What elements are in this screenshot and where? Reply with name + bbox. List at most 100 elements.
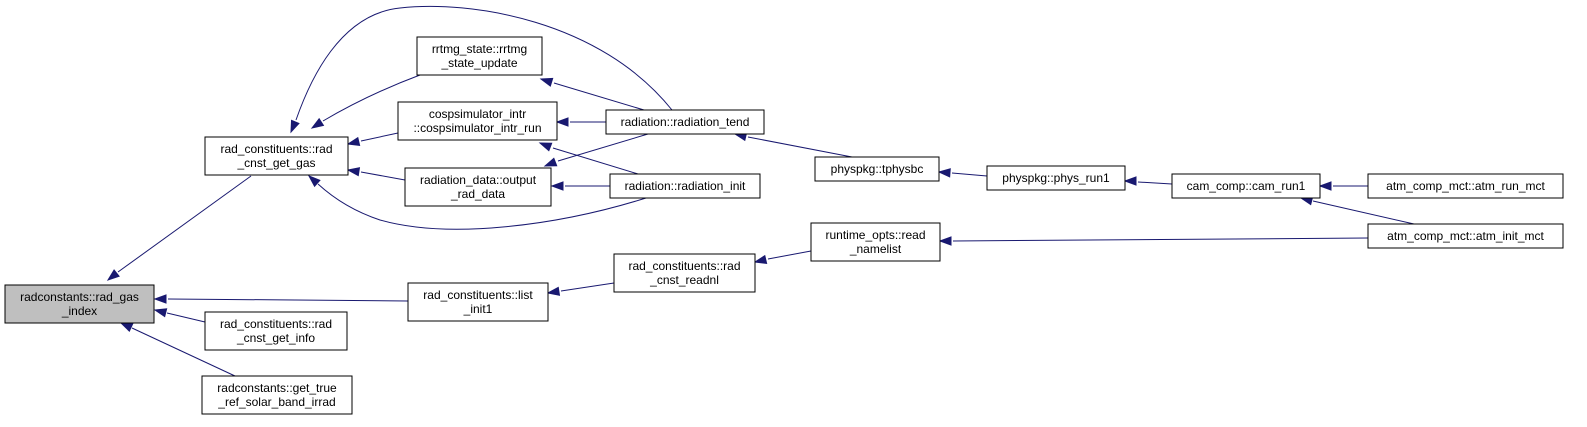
edge-line <box>131 327 236 377</box>
node-root[interactable]: radconstants::rad_gas_index <box>4 284 155 324</box>
node-box[interactable] <box>1367 223 1564 249</box>
node-box[interactable] <box>4 284 155 324</box>
edge-camrun1-to-physrun1 <box>1123 176 1173 186</box>
arrowhead <box>307 175 321 188</box>
node-box[interactable] <box>609 173 761 199</box>
edge-line <box>952 237 1369 242</box>
node-box[interactable] <box>986 165 1126 191</box>
edge-line <box>951 172 988 177</box>
edge-line <box>166 312 206 323</box>
arrowhead <box>539 77 554 87</box>
edge-line <box>360 132 399 142</box>
edge-readnml-to-readnl <box>753 250 812 265</box>
edge-solar-to-root <box>119 322 236 377</box>
edge-atmrun-to-camrun1 <box>1318 181 1368 191</box>
node-label: _ref_solar_band_irrad <box>217 395 335 409</box>
node-atminit[interactable]: atm_comp_mct::atm_init_mct <box>1367 223 1564 249</box>
node-readnml[interactable]: runtime_opts::read_namelist <box>810 222 941 262</box>
arrowhead <box>1318 181 1332 191</box>
node-box[interactable] <box>613 253 756 293</box>
node-label: radconstants::rad_gas <box>20 290 139 304</box>
edge-line <box>317 183 647 230</box>
node-box[interactable] <box>397 101 558 141</box>
node-label: _init1 <box>463 302 493 316</box>
node-box[interactable] <box>201 375 353 415</box>
edge-tphysbc-to-tend <box>733 131 853 158</box>
node-label: _cnst_get_gas <box>236 156 315 170</box>
edge-rrtmg-to-getgas <box>310 74 421 129</box>
node-label: radiation::radiation_init <box>625 179 746 193</box>
edge-listinit-to-root <box>153 294 409 304</box>
arrowhead <box>153 308 168 318</box>
node-box[interactable] <box>407 282 549 322</box>
edge-raddata-to-getgas <box>346 167 406 181</box>
node-label: cospsimulator_intr <box>429 107 526 121</box>
node-box[interactable] <box>1367 173 1564 199</box>
node-getgas[interactable]: rad_constituents::rad_cnst_get_gas <box>204 136 349 176</box>
edge-getgas-to-root <box>106 175 252 281</box>
node-box[interactable] <box>404 167 552 207</box>
node-label: _cnst_get_info <box>236 331 315 345</box>
edge-physrun1-to-tphysbc <box>937 168 988 178</box>
edge-init-to-getgas <box>307 175 647 230</box>
arrowhead <box>555 117 569 127</box>
node-label: _namelist <box>849 242 902 256</box>
node-label: cam_comp::cam_run1 <box>1187 179 1306 193</box>
node-label: ::cospsimulator_intr_run <box>413 121 541 135</box>
node-label: rad_constituents::rad <box>628 259 740 273</box>
arrowhead <box>119 322 134 333</box>
node-raddata[interactable]: radiation_data::output_rad_data <box>404 167 552 207</box>
node-label: runtime_opts::read <box>825 228 925 242</box>
node-box[interactable] <box>204 136 349 176</box>
edge-line <box>167 298 409 302</box>
arrowhead <box>753 254 768 265</box>
edge-tend-to-rrtmg <box>539 77 645 111</box>
node-label: radiation_data::output <box>420 173 537 187</box>
edge-line <box>557 133 649 162</box>
arrowhead <box>106 269 120 281</box>
node-label: radiation::radiation_tend <box>621 115 750 129</box>
node-physrun1[interactable]: physpkg::phys_run1 <box>986 165 1126 191</box>
edge-line <box>553 82 645 111</box>
node-tend[interactable]: radiation::radiation_tend <box>605 109 765 135</box>
node-solar[interactable]: radconstants::get_true_ref_solar_band_ir… <box>201 375 353 415</box>
edge-cosp-to-getgas <box>346 132 399 147</box>
edge-tend-to-getgas <box>290 5 673 134</box>
arrowhead <box>346 167 361 177</box>
node-readnl[interactable]: rad_constituents::rad_cnst_readnl <box>613 253 756 293</box>
node-camrun1[interactable]: cam_comp::cam_run1 <box>1171 173 1321 199</box>
edges-layer <box>106 5 1415 377</box>
node-init[interactable]: radiation::radiation_init <box>609 173 761 199</box>
node-label: _index <box>61 304 97 318</box>
node-label: _cnst_readnl <box>649 273 719 287</box>
node-listinit[interactable]: rad_constituents::list_init1 <box>407 282 549 322</box>
arrowhead <box>153 294 167 304</box>
node-label: _state_update <box>440 56 517 70</box>
edge-readnl-to-listinit <box>546 282 615 296</box>
edge-line <box>117 175 252 273</box>
node-getinfo[interactable]: rad_constituents::rad_cnst_get_info <box>204 311 348 351</box>
node-box[interactable] <box>814 156 940 182</box>
node-box[interactable] <box>416 36 543 76</box>
arrowhead <box>538 142 553 152</box>
node-atmrun[interactable]: atm_comp_mct::atm_run_mct <box>1367 173 1564 199</box>
node-box[interactable] <box>605 109 765 135</box>
arrowhead <box>550 181 564 191</box>
edge-init-to-raddata <box>550 181 610 191</box>
node-box[interactable] <box>204 311 348 351</box>
node-label: rad_constituents::list <box>423 288 533 302</box>
node-rrtmg[interactable]: rrtmg_state::rrtmg_state_update <box>416 36 543 76</box>
node-cosp[interactable]: cospsimulator_intr::cospsimulator_intr_r… <box>397 101 558 141</box>
arrowhead <box>310 117 325 129</box>
arrowhead <box>543 157 558 167</box>
edge-line <box>552 147 639 175</box>
edge-atminit-to-readnml <box>938 236 1369 246</box>
edge-line <box>560 282 615 292</box>
node-label: atm_comp_mct::atm_init_mct <box>1387 229 1544 243</box>
node-box[interactable] <box>1171 173 1321 199</box>
node-tphysbc[interactable]: physpkg::tphysbc <box>814 156 940 182</box>
node-label: physpkg::phys_run1 <box>1002 171 1110 185</box>
node-box[interactable] <box>810 222 941 262</box>
arrowhead <box>290 119 300 134</box>
